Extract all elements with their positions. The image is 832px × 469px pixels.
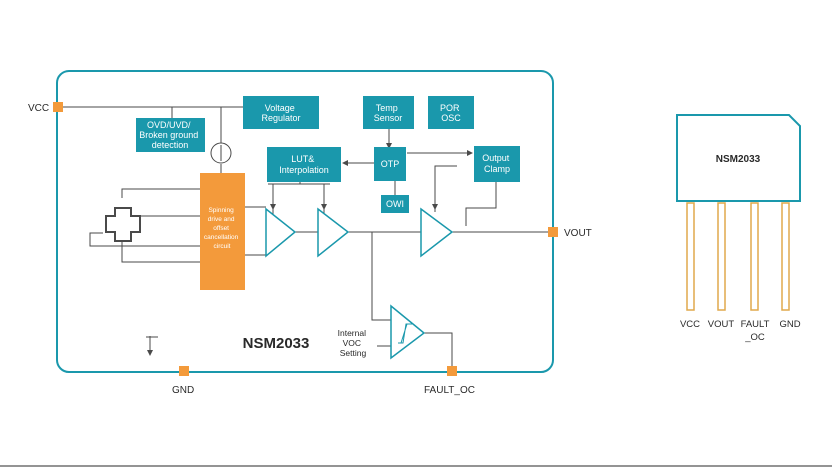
package-lead-vcc — [686, 202, 695, 311]
temp-sensor-label: Temp Sensor — [374, 103, 403, 123]
por-osc-label: POR OSC — [440, 103, 462, 123]
spinning-drive-block — [200, 173, 245, 290]
owi-block — [381, 195, 409, 213]
temp-sensor-block — [363, 96, 414, 129]
vcc-pin-pad — [53, 102, 63, 112]
output-clamp-block — [474, 146, 520, 182]
package-name-label: NSM2033 — [716, 154, 761, 165]
vout-pin-pad — [548, 227, 558, 237]
package-pin-vcc: VCC — [680, 319, 700, 330]
fault-oc-pin-pad — [447, 366, 457, 376]
otp-block — [374, 147, 406, 181]
hysteresis-icon — [398, 323, 412, 344]
vout-pin-label: VOUT — [564, 228, 592, 239]
ovd-uvd-block — [136, 118, 205, 152]
owi-label: OWI — [386, 199, 404, 209]
ovd-uvd-label: OVD/UVD/ Broken ground detection — [139, 120, 201, 150]
package-lead-vout — [717, 202, 726, 311]
package-pin-gnd: GND — [779, 319, 800, 330]
package-body — [676, 114, 801, 202]
lut-label: LUT& Interpolation — [279, 154, 329, 175]
output-amplifier — [420, 207, 454, 258]
voltage-regulator-block — [243, 96, 319, 129]
amplifier-2 — [317, 207, 350, 258]
package-lead-gnd — [781, 202, 790, 311]
comparator — [390, 304, 426, 360]
vcc-pin-label: VCC — [28, 103, 49, 114]
voltage-regulator-label: Voltage Regulator — [261, 103, 300, 123]
gnd-pin-pad — [179, 366, 189, 376]
internal-voc-label: Internal VOC Setting — [338, 328, 369, 358]
lut-block — [267, 147, 341, 182]
spinning-drive-label: Spinning drive and offset cancellation c… — [204, 207, 240, 250]
package-pin-fault-oc: _OC — [744, 332, 765, 343]
package-pin-fault: FAULT — [741, 319, 770, 330]
gnd-pin-label: GND — [172, 385, 194, 396]
hall-plate-icon — [105, 207, 141, 242]
chip-name-label: NSM2033 — [243, 335, 310, 352]
por-osc-block — [428, 96, 474, 129]
output-clamp-label: Output Clamp — [482, 153, 512, 174]
amplifier-1 — [265, 207, 297, 258]
chip-outline — [56, 70, 554, 373]
otp-label: OTP — [381, 159, 400, 169]
fault-oc-pin-label: FAULT_OC — [424, 385, 475, 396]
package-lead-fault — [750, 202, 759, 311]
package-pin-vout: VOUT — [708, 319, 735, 330]
